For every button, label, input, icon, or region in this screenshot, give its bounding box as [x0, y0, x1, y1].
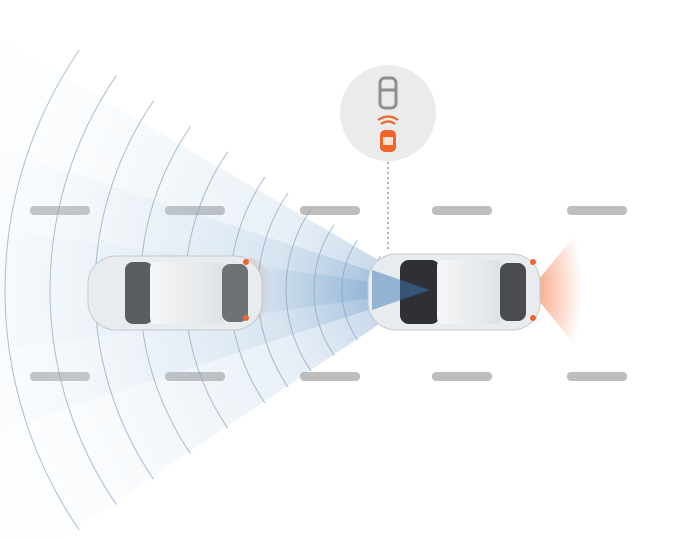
sensor-ring: [4, 49, 80, 531]
sensor-ring: [285, 208, 312, 372]
sensor-ring: [49, 75, 117, 505]
sensor-ring: [341, 240, 358, 340]
warning-bubble: [340, 65, 436, 252]
ego-car: [367, 235, 583, 345]
orange-car-icon: [380, 130, 396, 152]
signal-waves-icon: [377, 115, 399, 125]
gray-car-icon: [378, 76, 398, 110]
following-car: [87, 255, 272, 331]
sensor-ring: [313, 224, 335, 356]
